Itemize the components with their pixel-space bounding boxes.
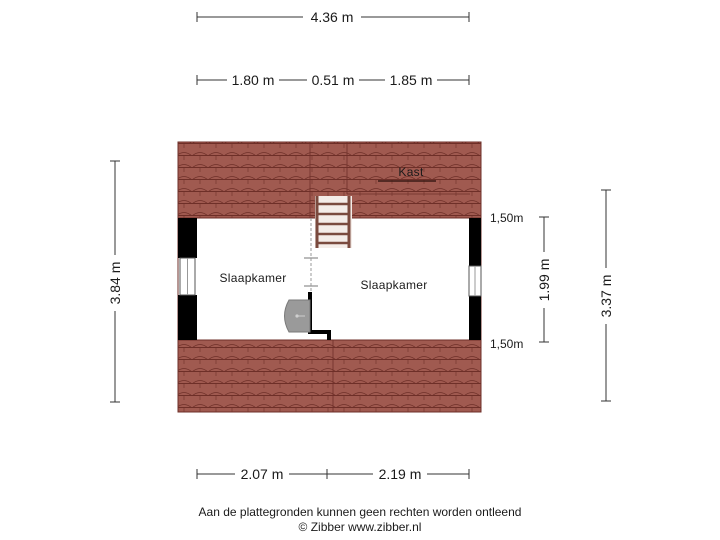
wall-left-lower [178,295,197,340]
room-label-closet: Kast [398,165,424,179]
room-label-right-bedroom: Slaapkamer [360,278,427,292]
dim-right-total: 3.37 m [598,275,614,318]
dimension-labels: 4.36 m 1.80 m 0.51 m 1.85 m 3.84 m 3.37 … [106,8,615,483]
dim-right-inner: 1.99 m [536,259,552,302]
building-outline [177,141,482,413]
wall-right-lower [469,296,481,340]
roof-bottom [177,339,482,413]
dim-top-middle: 0.51 m [312,72,355,88]
staircase [315,196,352,248]
wall-left-upper [178,218,197,258]
window-right [468,265,482,297]
room-label-left-bedroom: Slaapkamer [219,271,286,285]
window-left [179,257,196,296]
dim-top-total: 4.36 m [311,9,354,25]
toilet-fixture [284,299,311,333]
footer-disclaimer: Aan de plattegronden kunnen geen rechten… [198,505,522,519]
wall-right-upper [469,218,481,266]
dim-bottom-left: 2.07 m [241,466,284,482]
room-labels: Slaapkamer Slaapkamer Kast [219,165,427,292]
dim-bottom-right: 2.19 m [379,466,422,482]
dim-top-left: 1.80 m [232,72,275,88]
footer-copyright: © Zibber www.zibber.nl [298,520,422,534]
dim-right-upper-height: 1,50m [490,211,523,225]
dim-right-lower-height: 1,50m [490,337,523,351]
dim-left-total: 3.84 m [107,262,123,305]
dim-top-right: 1.85 m [390,72,433,88]
